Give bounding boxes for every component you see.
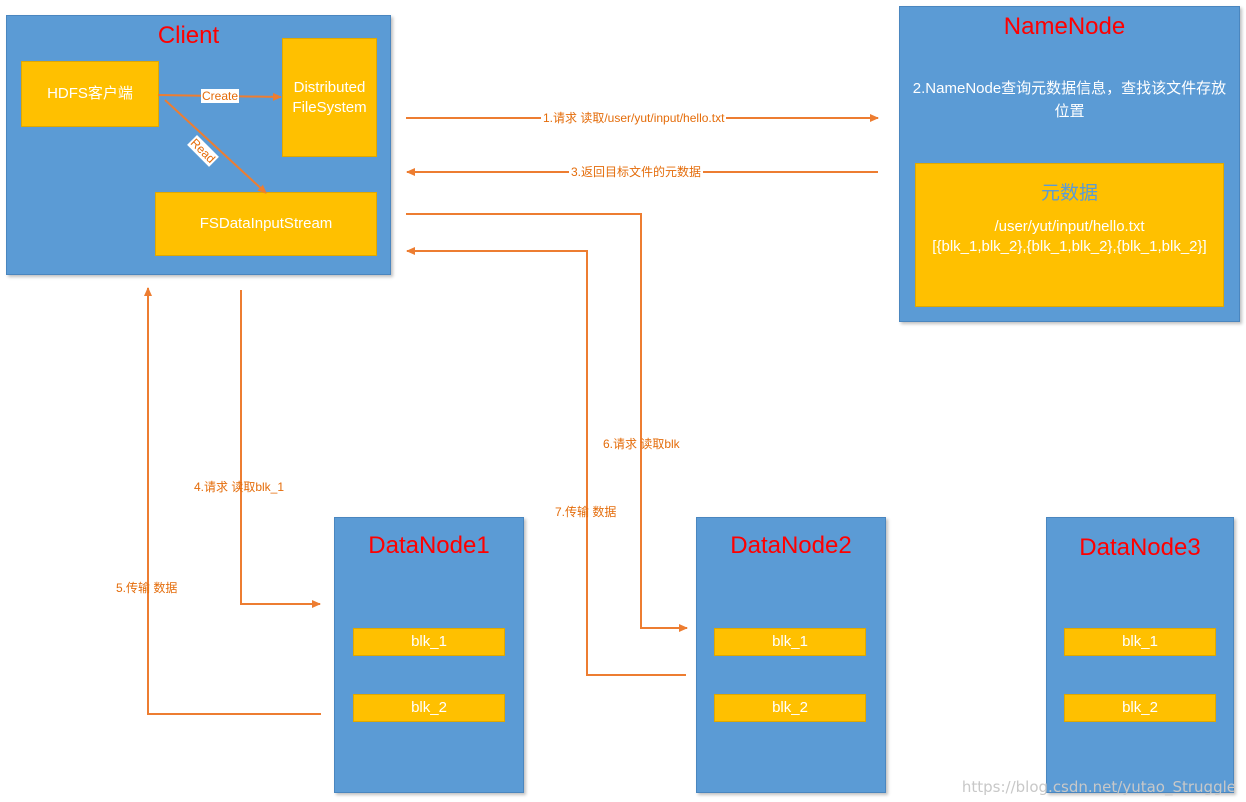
hdfs-client-label: HDFS客户端: [47, 85, 133, 102]
step1-label: 1.请求 读取/user/yut/input/hello.txt: [541, 111, 727, 125]
metadata-path: /user/yut/input/hello.txt: [994, 218, 1145, 235]
datanode2-block-1-label: blk_1: [772, 633, 808, 650]
datanode3-block-1: blk_1: [1064, 628, 1216, 656]
datanode3-box: DataNode3 blk_1 blk_2: [1046, 517, 1234, 793]
datanode2-block-2-label: blk_2: [772, 699, 808, 716]
step3-label: 3.返回目标文件的元数据: [569, 165, 704, 179]
datanode2-block-1: blk_1: [714, 628, 866, 656]
metadata-blocks: [{blk_1,blk_2},{blk_1,blk_2},{blk_1,blk_…: [932, 238, 1207, 255]
datanode1-box: DataNode1 blk_1 blk_2: [334, 517, 524, 793]
datanode2-title: DataNode2: [730, 532, 852, 559]
datanode1-block-1-label: blk_1: [411, 633, 447, 650]
hdfs-client-box: HDFS客户端: [21, 61, 159, 127]
step5-arrow: [144, 287, 321, 715]
step4-arrow: [240, 290, 321, 608]
metadata-box: 元数据 /user/yut/input/hello.txt [{blk_1,bl…: [915, 163, 1224, 307]
create-label: Create: [201, 89, 240, 103]
namenode-box: NameNode 2.NameNode查询元数据信息，查找该文件存放位置 元数据…: [899, 6, 1240, 322]
datanode3-block-2-label: blk_2: [1122, 699, 1158, 716]
fsdatainputstream-box: FSDataInputStream: [155, 192, 377, 256]
datanode1-block-2-label: blk_2: [411, 699, 447, 716]
step4-label: 4.请求 读取blk_1: [194, 480, 285, 494]
client-title: Client: [157, 22, 220, 49]
step6-label: 6.请求 读取blk: [603, 437, 680, 451]
step7-arrow: [406, 247, 686, 676]
fsdatainputstream-label: FSDataInputStream: [199, 215, 333, 232]
metadata-title: 元数据: [1040, 183, 1098, 204]
datanode3-block-2: blk_2: [1064, 694, 1216, 722]
step5-label: 5.传输 数据: [116, 581, 178, 595]
datanode2-box: DataNode2 blk_1 blk_2: [696, 517, 886, 793]
namenode-title: NameNode: [1003, 13, 1126, 40]
datanode1-title: DataNode1: [368, 532, 490, 559]
datanode2-block-2: blk_2: [714, 694, 866, 722]
datanode3-block-1-label: blk_1: [1122, 633, 1158, 650]
namenode-description: 2.NameNode查询元数据信息，查找该文件存放位置: [912, 80, 1227, 120]
client-box: Client HDFS客户端 Distributed FileSystem FS…: [6, 15, 391, 275]
distributed-filesystem-label: Distributed FileSystem: [292, 78, 367, 116]
distributed-filesystem-box: Distributed FileSystem: [282, 38, 377, 157]
step6-arrow: [406, 213, 688, 632]
datanode1-block-1: blk_1: [353, 628, 505, 656]
step7-label: 7.传输 数据: [555, 505, 617, 519]
datanode3-title: DataNode3: [1079, 534, 1201, 561]
datanode1-block-2: blk_2: [353, 694, 505, 722]
watermark: https://blog.csdn.net/yutao_Struggle: [961, 778, 1236, 796]
read-arrow: [164, 99, 267, 194]
